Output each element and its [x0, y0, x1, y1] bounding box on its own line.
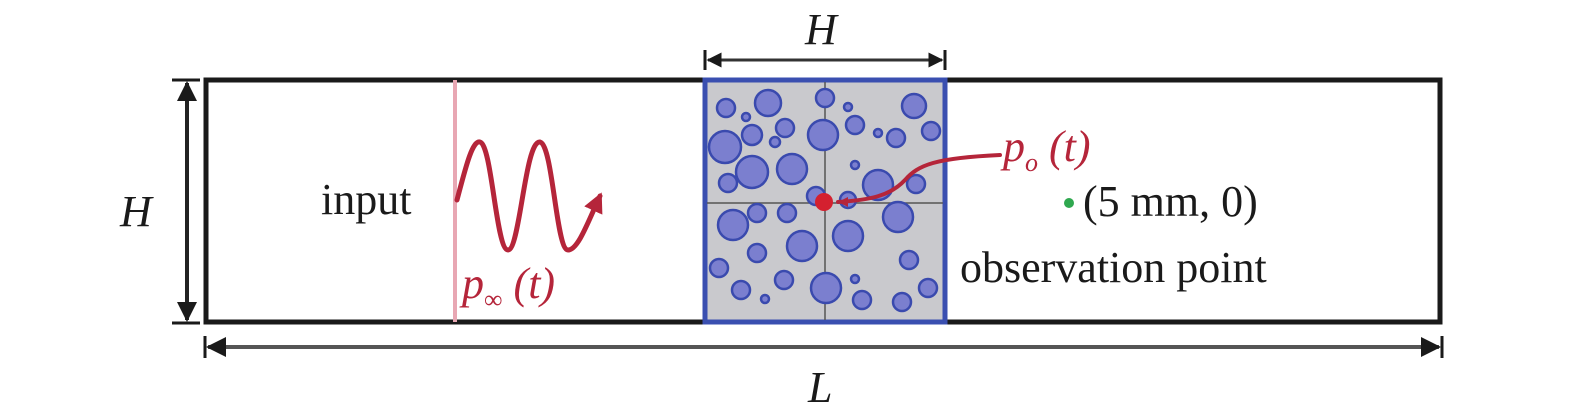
output-signal-label: po (t) — [1003, 125, 1091, 176]
observation-coordinates: (5 mm, 0) — [1083, 177, 1258, 226]
center-point-icon — [815, 193, 833, 211]
left-h-dimension — [172, 78, 200, 325]
bottom-l-dimension — [203, 336, 1444, 358]
input-signal-label: p∞ (t) — [462, 262, 555, 313]
input-label: input — [321, 175, 412, 224]
input-signal-symbol: p — [462, 259, 484, 308]
output-signal-arg: (t) — [1049, 122, 1091, 171]
observation-point-dot-icon — [1064, 198, 1074, 208]
porous-region — [702, 77, 1002, 325]
output-signal-symbol: p — [1003, 122, 1025, 171]
observation-point-label: observation point — [960, 243, 1267, 292]
output-signal-subscript: o — [1025, 147, 1038, 177]
input-signal-subscript: ∞ — [484, 284, 503, 314]
bubbles — [707, 87, 942, 313]
left-h-label: H — [120, 187, 152, 236]
top-h-label: H — [805, 5, 837, 54]
top-h-dimension — [703, 50, 947, 70]
input-signal-arg: (t) — [513, 259, 556, 308]
output-signal-leader — [836, 153, 1002, 204]
input-wave-icon — [454, 139, 603, 253]
bottom-l-label: L — [808, 363, 833, 412]
